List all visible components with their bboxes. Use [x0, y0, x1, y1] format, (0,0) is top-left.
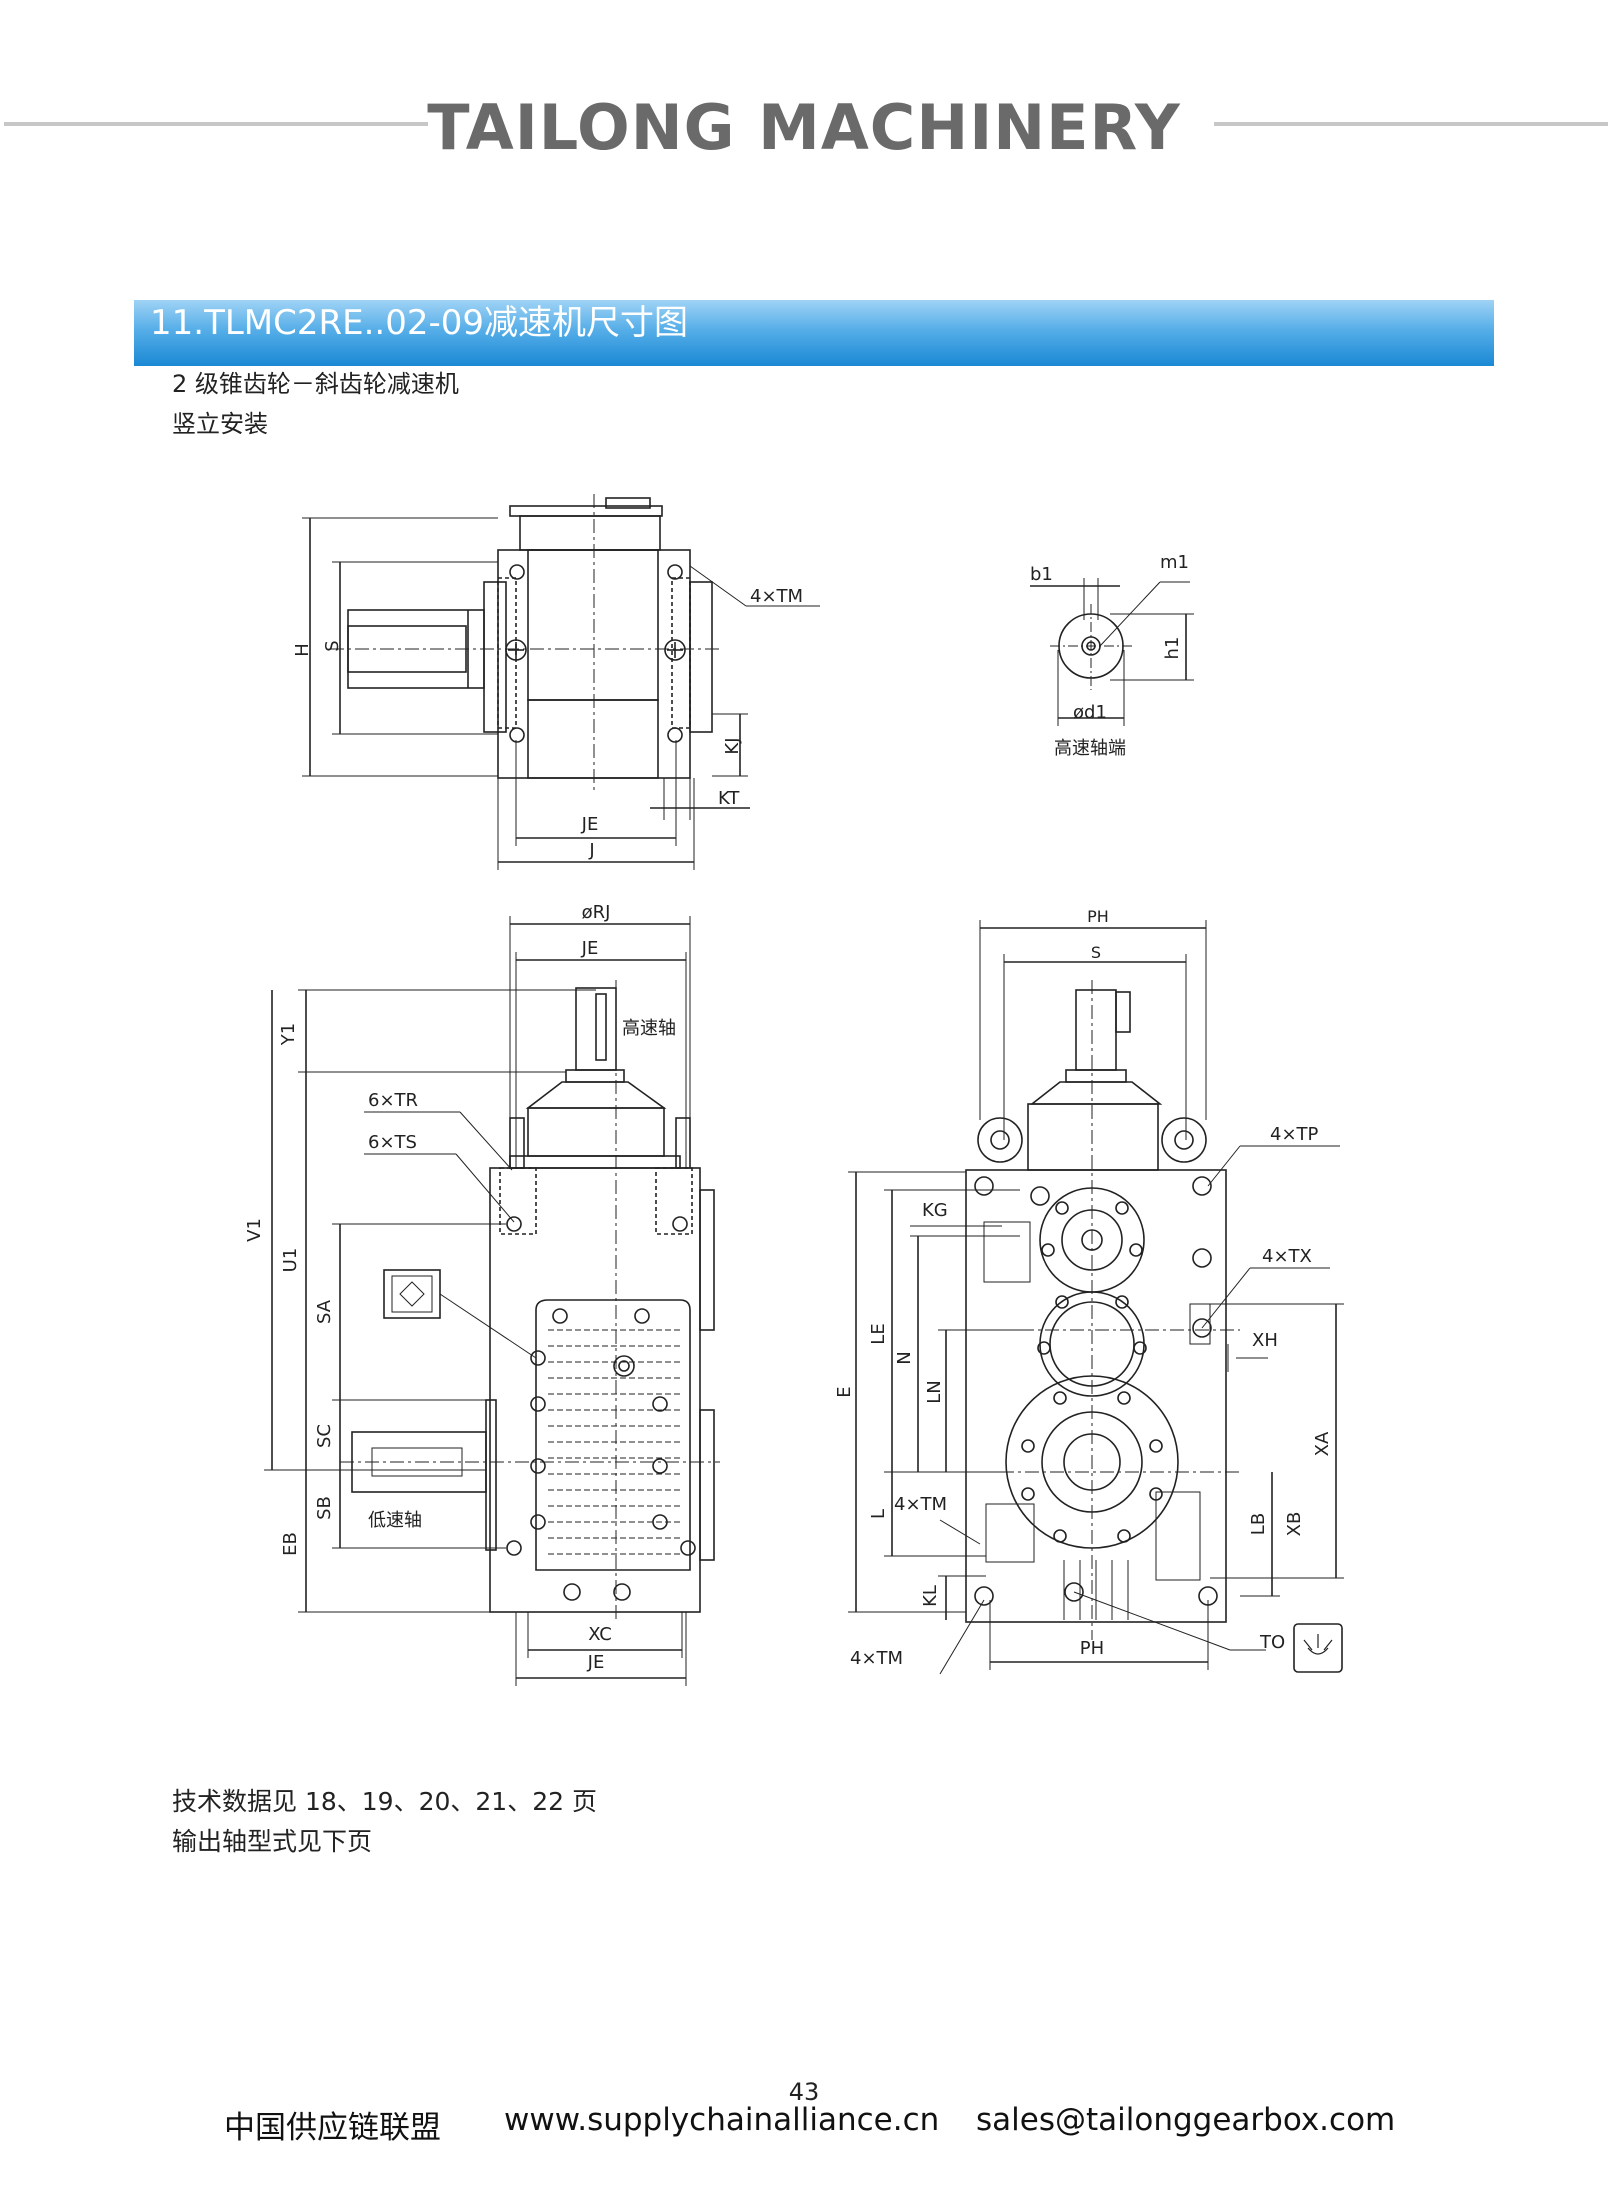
label-d1: ød1 — [1073, 702, 1107, 723]
label-H: H — [292, 643, 313, 657]
subtitle-mounting: 竖立安装 — [172, 410, 268, 438]
label-JE-top: JE — [581, 814, 599, 835]
front-view-labels: PH S 4×TP KG 4×TX XH E LE N LN XA L 4×TM… — [834, 907, 1333, 1669]
label-V1: V1 — [244, 1218, 265, 1242]
label-L: L — [868, 1509, 889, 1519]
brand-title: TAILONG MACHINERY — [427, 91, 1181, 164]
label-XA: XA — [1312, 1431, 1333, 1456]
shaft-end-drawing — [1030, 578, 1194, 726]
label-KG: KG — [922, 1200, 948, 1221]
label-KT: KT — [718, 788, 740, 809]
label-XC: XC — [588, 1624, 612, 1645]
label-h1: h1 — [1162, 637, 1183, 660]
label-high-speed-shaft: 高速轴 — [622, 1018, 676, 1039]
header-rule-left — [4, 122, 428, 126]
footer-org: 中国供应链联盟 — [224, 2110, 441, 2146]
label-S: S — [322, 640, 343, 651]
shaft-end-labels: b1 m1 h1 ød1 高速轴端 — [1030, 552, 1189, 759]
footer-website[interactable]: www.supplychainalliance.cn — [504, 2102, 940, 2138]
label-N: N — [894, 1351, 915, 1364]
label-m1: m1 — [1160, 552, 1189, 573]
top-view-labels: H S 4×TM KJ KT JE J — [292, 586, 803, 861]
label-J: J — [588, 840, 594, 861]
label-TO: TO — [1259, 1632, 1285, 1653]
label-Y1: Y1 — [278, 1023, 299, 1046]
label-SC: SC — [314, 1424, 335, 1448]
side-view-drawing — [264, 916, 720, 1686]
label-LB: LB — [1248, 1513, 1269, 1535]
side-view-labels: øRJ JE Y1 高速轴 6×TR 6×TS V1 U1 SA SC SB 低… — [244, 902, 676, 1673]
label-6xTS: 6×TS — [368, 1132, 417, 1153]
label-4xTM-bottom: 4×TM — [850, 1648, 903, 1669]
label-LE: LE — [868, 1323, 889, 1344]
label-SB: SB — [314, 1496, 335, 1520]
subtitle-type: 2 级锥齿轮－斜齿轮减速机 — [172, 370, 459, 398]
label-PH-top: PH — [1087, 907, 1109, 926]
label-oRJ: øRJ — [582, 902, 611, 923]
label-4xTX: 4×TX — [1262, 1246, 1312, 1267]
note-technical-data: 技术数据见 18、19、20、21、22 页 — [172, 1787, 597, 1816]
section-banner — [134, 300, 1494, 366]
label-6xTR: 6×TR — [368, 1090, 418, 1111]
label-4xTP: 4×TP — [1270, 1124, 1319, 1145]
label-XB: XB — [1284, 1512, 1305, 1537]
label-4xTM-front: 4×TM — [894, 1494, 947, 1515]
label-U1: U1 — [280, 1248, 301, 1273]
label-XH: XH — [1252, 1330, 1278, 1351]
label-LN: LN — [924, 1380, 945, 1404]
label-high-speed-shaft-end: 高速轴端 — [1054, 738, 1126, 759]
label-4xTM-top: 4×TM — [750, 586, 803, 607]
note-output-shaft: 输出轴型式见下页 — [172, 1827, 373, 1856]
label-KJ: KJ — [722, 737, 743, 754]
label-S-front: S — [1091, 943, 1101, 962]
section-title: 11.TLMC2RE..02-09减速机尺寸图 — [150, 303, 689, 343]
label-PH-bottom: PH — [1080, 1638, 1104, 1659]
label-low-speed-shaft: 低速轴 — [368, 1510, 422, 1531]
top-view-drawing — [302, 494, 820, 870]
label-KL: KL — [920, 1585, 941, 1607]
label-JE-side-top: JE — [581, 938, 599, 959]
label-SA: SA — [314, 1299, 335, 1324]
front-view-drawing — [848, 920, 1344, 1675]
label-EB: EB — [280, 1532, 301, 1556]
label-b1: b1 — [1030, 564, 1053, 585]
footer-email[interactable]: sales@tailonggearbox.com — [976, 2102, 1396, 2138]
header-rule-right — [1214, 122, 1608, 126]
label-JE-side-bottom: JE — [587, 1652, 605, 1673]
page-number: 43 — [788, 2078, 820, 2106]
label-E: E — [834, 1386, 855, 1397]
